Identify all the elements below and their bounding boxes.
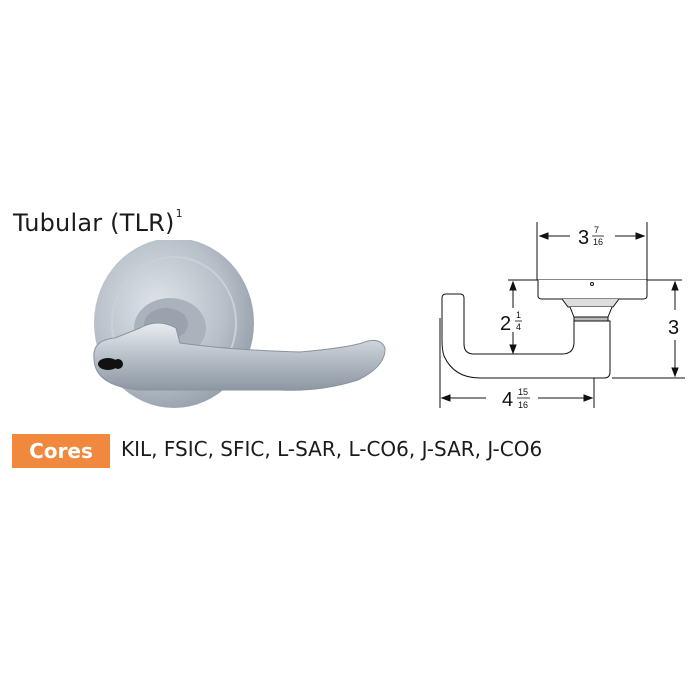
svg-text:1: 1	[516, 310, 521, 320]
cores-badge: Cores	[12, 434, 110, 468]
dimension-drawing: 3 7 16 2 1 4 3 4 15 16	[439, 222, 685, 411]
svg-text:16: 16	[593, 237, 603, 247]
cores-list: KIL, FSIC, SFIC, L-SAR, L-CO6, J-SAR, J-…	[121, 437, 543, 461]
svg-text:16: 16	[518, 400, 528, 410]
dim-length-whole: 4	[502, 389, 513, 411]
lever-photo	[93, 240, 386, 408]
svg-text:15: 15	[518, 387, 528, 397]
dim-rose-whole: 3	[578, 227, 589, 249]
svg-text:4: 4	[516, 322, 521, 332]
keyhole-icon	[98, 358, 118, 370]
dim-height-whole: 2	[500, 313, 511, 335]
product-title-text: Tubular (TLR)	[13, 209, 175, 237]
svg-text:7: 7	[594, 225, 599, 235]
product-title: Tubular (TLR)1	[13, 207, 183, 237]
dim-projection: 3	[668, 317, 679, 339]
title-footnote: 1	[175, 207, 183, 220]
